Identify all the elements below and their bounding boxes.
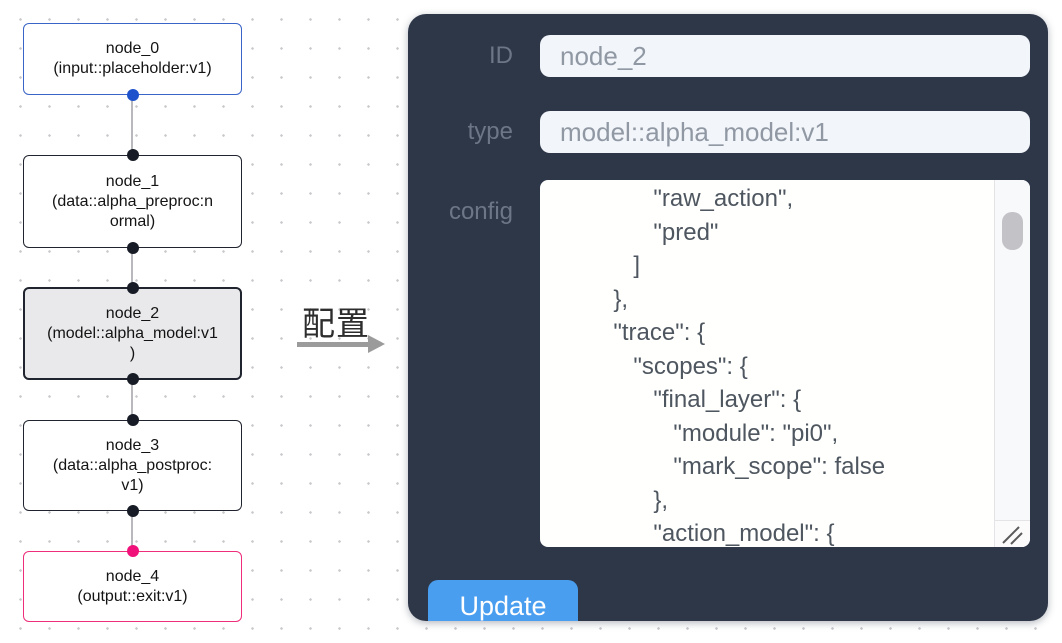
flow-node-node_0[interactable]: node_0(input::placeholder:v1)	[23, 23, 242, 101]
node-label-line: (data::alpha_preproc:n	[52, 192, 213, 210]
flow-node-node_3[interactable]: node_3(data::alpha_postproc:v1)	[23, 414, 242, 517]
id-field-label: ID	[489, 42, 513, 69]
type-input[interactable]	[540, 111, 1030, 153]
node-label-line: node_4	[105, 567, 160, 585]
config-line: },	[540, 285, 629, 313]
output-port[interactable]	[126, 373, 139, 385]
config-line: "pred"	[540, 218, 719, 246]
configure-label: 配置	[302, 305, 370, 342]
output-port[interactable]	[126, 505, 139, 517]
node-label-line: (output::exit:v1)	[77, 587, 188, 605]
config-line: "raw_action",	[540, 185, 794, 212]
edge-connector	[131, 380, 133, 420]
scrollbar-thumb-icon[interactable]	[1002, 212, 1023, 250]
input-port[interactable]	[126, 545, 139, 557]
resize-handle-icon[interactable]	[994, 520, 1030, 547]
node-config-panel: ID type config "raw_action", "pred" ] },…	[408, 14, 1048, 621]
input-port[interactable]	[126, 149, 139, 161]
config-line: "module": "pi0",	[540, 419, 839, 447]
node-label-line: node_0	[105, 40, 160, 57]
node-label-line: (model::alpha_model:v1	[47, 324, 218, 342]
flow-node-node_2[interactable]: node_2(model::alpha_model:v1)	[23, 282, 242, 385]
id-input[interactable]	[540, 35, 1030, 77]
node-label-line: node_3	[105, 436, 160, 454]
node-label-line: node_2	[105, 304, 160, 322]
node-label-line: )	[129, 344, 136, 362]
vertical-scrollbar[interactable]	[994, 180, 1030, 520]
output-port[interactable]	[126, 89, 139, 101]
config-line: "mark_scope": false	[540, 453, 886, 480]
config-line: ]	[540, 252, 641, 279]
input-port[interactable]	[126, 282, 139, 294]
edge-connector	[131, 511, 133, 551]
node-label-line: ormal)	[109, 212, 156, 230]
node-label-line: (input::placeholder:v1)	[53, 60, 212, 77]
type-field-label: type	[467, 118, 513, 145]
flow-node-node_4[interactable]: node_4(output::exit:v1)	[23, 545, 242, 622]
arrow-right-icon	[297, 342, 369, 347]
update-button[interactable]: Update	[428, 580, 578, 621]
input-port[interactable]	[126, 414, 139, 426]
node-label-line: v1)	[121, 476, 144, 494]
config-line: "action_model": {	[540, 520, 835, 547]
node-label-line: node_1	[105, 172, 160, 190]
config-field-label: config	[448, 198, 513, 225]
arrow-right-icon	[368, 335, 385, 353]
output-port[interactable]	[126, 242, 139, 254]
config-json-content: "raw_action", "pred" ] }, "trace": { "sc…	[540, 182, 993, 547]
node-label-line: (data::alpha_postproc:	[52, 456, 213, 474]
config-textarea[interactable]: "raw_action", "pred" ] }, "trace": { "sc…	[540, 180, 1030, 547]
config-line: "final_layer": {	[540, 386, 802, 413]
config-line: "scopes": {	[540, 352, 748, 380]
config-line: "trace": {	[540, 319, 706, 346]
edge-connector	[131, 95, 133, 155]
edge-connector	[131, 248, 133, 287]
config-line: },	[540, 486, 669, 514]
